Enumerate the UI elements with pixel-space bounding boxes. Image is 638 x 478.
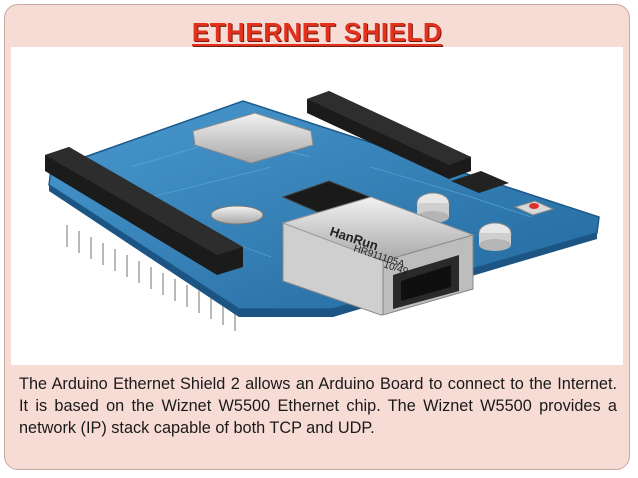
bottom-pins [66, 225, 236, 331]
ethernet-jack: HanRun HR911105A 10/49 [281, 196, 475, 316]
crystal [210, 205, 264, 225]
slide: ETHERNET SHIELD [4, 4, 630, 470]
slide-title: ETHERNET SHIELD [5, 17, 629, 48]
sd-card-slot [192, 112, 314, 164]
ethernet-shield-photo: HanRun HR911105A 10/49 [11, 47, 623, 365]
small-ic [451, 171, 509, 193]
slide-title-text: ETHERNET SHIELD [191, 17, 443, 47]
capacitors [416, 192, 512, 251]
reset-button [513, 200, 555, 216]
ethernet-shield-illustration: HanRun HR911105A 10/49 [45, 91, 600, 331]
slide-description: The Arduino Ethernet Shield 2 allows an … [19, 375, 617, 437]
